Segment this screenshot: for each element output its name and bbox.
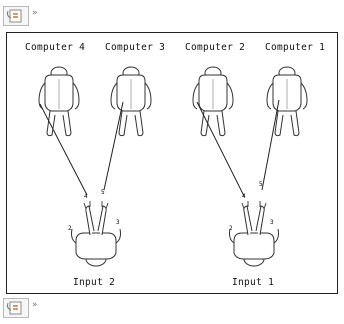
finger-label: 2 [68, 225, 72, 232]
computer-1-label: Computer 1 [265, 42, 325, 53]
finger-label: 5 [101, 189, 105, 196]
document-thumbnail-icon[interactable] [3, 298, 29, 318]
computer-3-label: Computer 3 [105, 42, 165, 53]
input-1-figure [230, 201, 279, 266]
expand-arrow-icon[interactable]: » [32, 300, 38, 310]
finger-label: 4 [84, 193, 88, 200]
bottom-toolbar: » [3, 297, 43, 319]
finger-label: 4 [242, 193, 246, 200]
finger-label: 2 [229, 225, 233, 232]
input-1-label: Input 1 [232, 277, 274, 288]
computer-2-figure [193, 67, 233, 136]
computer-4-label: Computer 4 [25, 42, 85, 53]
finger-label: 3 [116, 219, 120, 226]
computer-1-figure [267, 67, 307, 136]
computer-4-figure [39, 67, 79, 136]
finger-label: 3 [270, 219, 274, 226]
input-2-label: Input 2 [73, 277, 115, 288]
link-computer3-input2 [104, 102, 123, 190]
finger-label: 5 [259, 181, 263, 188]
computer-2-label: Computer 2 [185, 42, 245, 53]
computer-3-figure [111, 67, 151, 136]
input-2-figure [72, 201, 121, 266]
link-computer1-input1 [262, 100, 279, 190]
